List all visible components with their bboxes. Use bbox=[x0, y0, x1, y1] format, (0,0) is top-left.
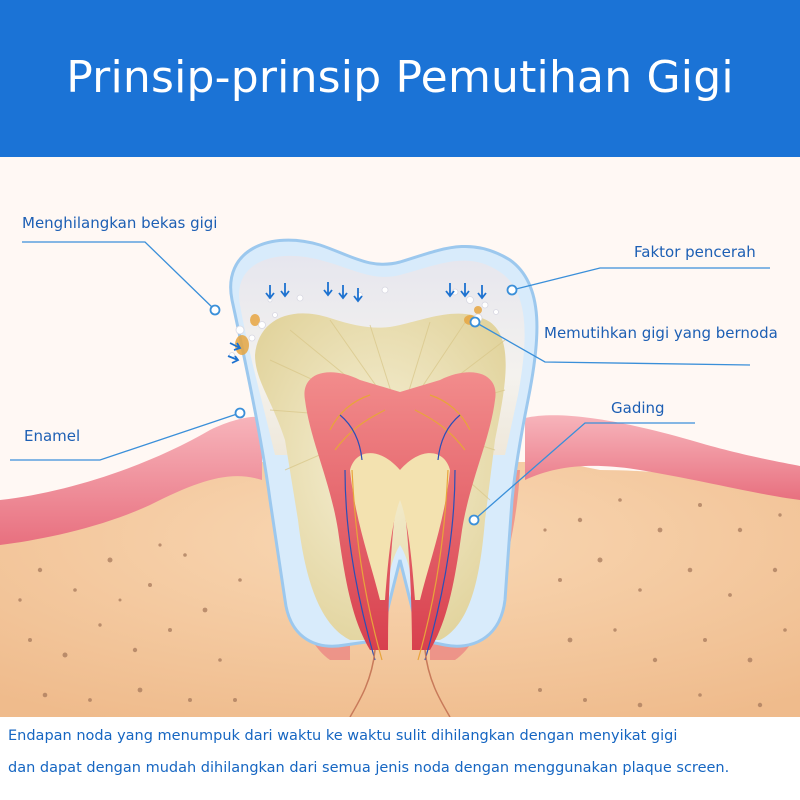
gum-right bbox=[525, 415, 800, 500]
label-whiten-stained: Memutihkan gigi yang bernoda bbox=[544, 324, 778, 342]
label-brightening-factor: Faktor pencerah bbox=[634, 243, 756, 261]
page-title: Prinsip-prinsip Pemutihan Gigi bbox=[66, 52, 734, 103]
pulp-center bbox=[350, 453, 450, 600]
caption: Endapan noda yang menumpuk dari waktu ke… bbox=[8, 720, 798, 784]
pulp bbox=[304, 372, 496, 650]
label-enamel: Enamel bbox=[24, 427, 81, 445]
caption-line-1: Endapan noda yang menumpuk dari waktu ke… bbox=[8, 728, 678, 744]
bone-pores bbox=[18, 498, 787, 708]
caption-line-2: dan dapat dengan mudah dihilangkan dari … bbox=[8, 760, 730, 776]
label-dentin: Gading bbox=[611, 399, 665, 417]
gum-left bbox=[0, 416, 262, 545]
pulp-nerves bbox=[329, 394, 471, 661]
leader-lines bbox=[10, 241, 770, 526]
jaw-bone bbox=[0, 462, 800, 717]
whitening-arrows bbox=[227, 282, 487, 364]
title-banner: Prinsip-prinsip Pemutihan Gigi bbox=[0, 0, 800, 157]
tooth-diagram: Menghilangkan bekas gigi Faktor pencerah… bbox=[0, 157, 800, 717]
label-remove-marks: Menghilangkan bekas gigi bbox=[22, 214, 218, 232]
tooth-illustration bbox=[0, 238, 800, 717]
root-canal-vessels bbox=[349, 649, 451, 717]
